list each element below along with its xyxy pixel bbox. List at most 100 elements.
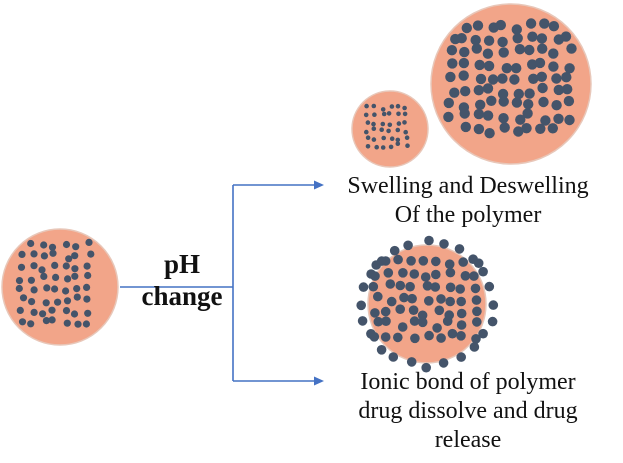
drug-dot xyxy=(15,277,24,285)
drug-dot xyxy=(381,111,387,117)
drug-dot xyxy=(405,143,410,148)
swelling-outcome-label: Swelling and Deswelling Of the polymer xyxy=(318,172,618,230)
drug-dot xyxy=(566,43,577,54)
drug-dot xyxy=(380,306,391,317)
released-drug-dot xyxy=(357,316,368,326)
drug-dot xyxy=(364,103,369,109)
drug-dot xyxy=(445,71,456,83)
drug-dot xyxy=(71,252,79,260)
drug-dot xyxy=(18,318,27,326)
drug-dot xyxy=(373,316,384,327)
ionic-bond-outcome-label: Ionic bond of polymer drug dissolve and … xyxy=(326,368,610,455)
drug-dot xyxy=(521,123,532,134)
drug-dot xyxy=(363,112,369,118)
drug-dot xyxy=(379,127,385,132)
drug-dot xyxy=(30,308,38,316)
drug-dot xyxy=(434,305,445,316)
drug-dot xyxy=(389,104,395,109)
drug-dot xyxy=(513,88,524,100)
drug-dot xyxy=(537,82,548,94)
drug-dot xyxy=(15,284,23,293)
drug-dot xyxy=(43,284,51,292)
drug-dot xyxy=(385,279,396,289)
released-drug-dot xyxy=(454,244,465,254)
drug-dot xyxy=(365,120,371,125)
released-drug-dot xyxy=(478,328,488,339)
ionic-label-line3: release xyxy=(434,427,502,453)
arrowhead-swelling xyxy=(314,180,324,190)
drug-dot xyxy=(52,273,60,281)
drug-dot xyxy=(396,121,402,126)
drug-dot xyxy=(501,62,512,74)
drug-dot xyxy=(548,21,560,32)
swelled-polymer-particle xyxy=(430,3,592,165)
drug-dot xyxy=(62,240,71,249)
drug-dot xyxy=(417,310,428,321)
drug-dot xyxy=(399,292,409,303)
branching-arrows xyxy=(120,180,324,386)
drug-dot xyxy=(64,275,72,283)
drug-dot xyxy=(449,87,460,98)
drug-dot xyxy=(406,255,416,266)
drug-dot xyxy=(553,84,564,96)
drug-dot xyxy=(535,123,546,134)
released-drug-dot xyxy=(366,269,376,279)
drug-dot xyxy=(54,298,62,306)
drug-dot xyxy=(514,44,526,55)
released-drug-dot xyxy=(366,329,376,339)
drug-dot xyxy=(63,319,71,327)
drug-dot xyxy=(409,269,420,279)
drug-dot xyxy=(82,320,90,328)
drug-dot xyxy=(397,322,408,332)
drug-dot xyxy=(83,262,91,270)
drug-dot xyxy=(536,71,547,83)
drug-dot xyxy=(395,127,401,133)
drug-dot xyxy=(458,70,469,81)
drug-dot xyxy=(424,296,434,306)
drug-dot xyxy=(70,310,79,318)
drug-dot xyxy=(51,285,59,293)
drug-dot xyxy=(499,122,510,133)
released-drug-dot xyxy=(403,240,413,251)
drug-dot xyxy=(473,85,484,96)
released-drug-dot xyxy=(356,300,367,311)
drug-dot xyxy=(536,33,548,44)
drug-dot xyxy=(393,332,403,343)
ionic-label-line2: drug dissolve and drug xyxy=(358,398,578,424)
released-drug-dot xyxy=(456,352,467,362)
drug-dot xyxy=(381,316,391,327)
drug-dot xyxy=(395,103,401,109)
drug-dot xyxy=(30,286,38,294)
drug-dot xyxy=(459,46,470,58)
drug-dot xyxy=(456,331,466,341)
drug-dot xyxy=(370,308,380,318)
drug-dot xyxy=(65,255,73,263)
drug-dot xyxy=(539,18,550,29)
drug-dot xyxy=(564,63,575,74)
drug-dot xyxy=(460,271,471,281)
drug-dot xyxy=(525,18,537,29)
drug-dot xyxy=(461,22,472,34)
drug-dot xyxy=(383,268,394,278)
drug-dot xyxy=(371,137,377,142)
drug-dot xyxy=(483,35,495,46)
drug-dot xyxy=(456,308,467,319)
drug-dot xyxy=(381,135,387,141)
ph-label-line1: pH xyxy=(163,249,201,279)
drug-dot xyxy=(443,111,454,123)
released-drug-dot xyxy=(376,345,387,355)
drug-dot xyxy=(422,281,433,291)
drug-dot xyxy=(482,83,494,94)
drug-dot xyxy=(498,113,509,124)
drug-dot xyxy=(48,243,57,251)
drug-dot xyxy=(417,317,428,328)
drug-dot xyxy=(473,123,485,135)
drug-dot xyxy=(482,48,494,59)
released-drug-dot xyxy=(389,245,400,256)
drug-dot xyxy=(527,59,538,70)
drug-dot xyxy=(74,320,82,328)
drug-dot xyxy=(374,144,380,150)
drug-dot xyxy=(387,122,393,128)
drug-dot xyxy=(386,111,392,116)
